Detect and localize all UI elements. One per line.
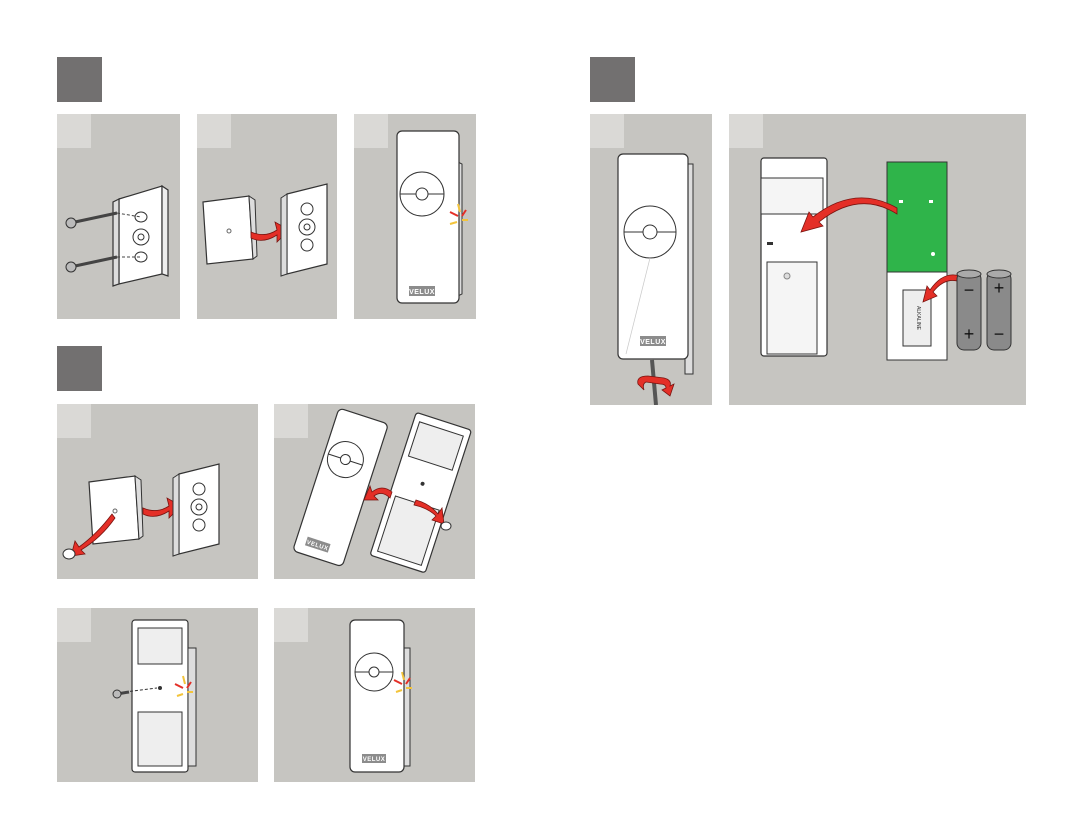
panel-unscrew-remote: VELUX	[590, 114, 712, 405]
battery-plus-sign: +	[964, 324, 975, 344]
remove-cap-illustration	[57, 404, 258, 579]
battery-icon: − +	[957, 270, 981, 350]
velux-logo: VELUX	[409, 289, 435, 296]
panel-remove-remote-from-holder: VELUX	[274, 404, 475, 579]
section-badge-removal	[57, 346, 102, 391]
wall-bracket-icon	[113, 186, 168, 286]
section-badge-batteries	[590, 57, 635, 102]
panel-remote-in-holder: VELUX	[274, 608, 475, 782]
remote-in-holder-illustration: VELUX	[274, 608, 475, 782]
remote-on-bracket-illustration: VELUX	[354, 114, 476, 319]
panel-remove-bracket-cap	[57, 404, 258, 579]
section-badge-mounting	[57, 57, 102, 102]
circuit-board-icon	[887, 162, 947, 272]
panel-insert-batteries: ALKALINE − + + −	[729, 114, 1026, 405]
panel-cover-onto-bracket	[197, 114, 337, 319]
panel-screw-holder	[57, 608, 258, 782]
unscrew-remote-illustration: VELUX	[590, 114, 712, 405]
panel-remote-on-bracket: VELUX	[354, 114, 476, 319]
remote-control-icon: VELUX	[618, 154, 693, 374]
remote-control-icon: VELUX	[397, 131, 459, 303]
battery-minus-sign: −	[994, 324, 1005, 344]
cover-bracket-illustration	[197, 114, 337, 319]
battery-slot-label: ALKALINE	[915, 306, 921, 331]
wall-bracket-icon	[173, 464, 219, 556]
battery-plus-sign: +	[994, 278, 1005, 298]
wall-holder-icon	[132, 620, 196, 772]
velux-logo: VELUX	[363, 757, 386, 763]
battery-icon: + −	[987, 270, 1011, 350]
screw-holder-illustration	[57, 608, 258, 782]
panel-screws-into-bracket	[57, 114, 180, 319]
velux-logo: VELUX	[640, 339, 666, 346]
cap-icon	[63, 549, 75, 559]
remove-remote-illustration: VELUX	[274, 404, 475, 579]
battery-minus-sign: −	[964, 280, 975, 300]
bracket-cover-icon	[203, 196, 257, 264]
cap-icon	[441, 522, 451, 530]
remote-control-icon: VELUX	[350, 620, 404, 772]
screw-bracket-illustration	[57, 114, 180, 319]
wall-bracket-icon	[281, 184, 327, 276]
insert-batteries-illustration: ALKALINE − + + −	[729, 114, 1026, 405]
remote-back-casing-icon	[761, 158, 827, 356]
